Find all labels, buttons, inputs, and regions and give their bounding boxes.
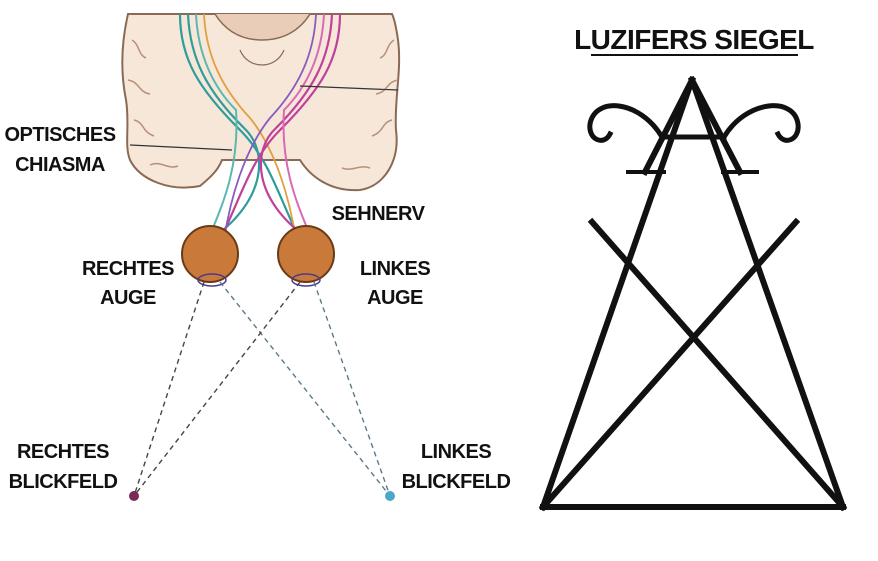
left-field-label-line1: LINKES (421, 441, 492, 463)
sigil-curl-left (587, 103, 666, 143)
left-lens (291, 273, 321, 287)
visual-pathway-diagram: OPTISCHES CHIASMA SEHNERV RECHTES AUGE L… (4, 13, 511, 501)
nerve-fiber (259, 13, 334, 241)
lucifer-sigil-diagram: LUZIFERS SIEGEL (538, 24, 848, 512)
sight-lines (133, 281, 391, 497)
sigil-curl-right (720, 103, 801, 143)
brain-gyri-right (341, 39, 399, 170)
nerve-fiber (282, 13, 325, 241)
sight-line (133, 281, 301, 497)
left-eye-label-line1: LINKES (360, 258, 431, 280)
left-field-label-line2: BLICKFELD (402, 471, 511, 493)
sigil-a-left (640, 75, 697, 177)
brain-illustration (121, 13, 401, 192)
right-eye-label-line2: AUGE (100, 287, 156, 309)
pathway-leader-line (299, 85, 399, 91)
sight-line (219, 281, 391, 497)
optic-nerve-label: SEHNERV (332, 203, 426, 225)
sigil-leg-left (539, 76, 696, 511)
thalamus-structure (239, 49, 285, 66)
sight-line (313, 281, 391, 497)
left-eyeball (277, 225, 335, 283)
sigil-diagonal-right (587, 217, 848, 512)
optic-nerve-fibers (178, 13, 342, 241)
sigil-a-right (687, 75, 745, 177)
left-field-dot (385, 491, 395, 501)
sight-line (133, 281, 205, 497)
optic-chiasm-label-line1: OPTISCHES (4, 124, 115, 146)
brain-gyri-left (127, 39, 179, 168)
right-field-dot (129, 491, 139, 501)
left-eye-illustration (277, 225, 335, 287)
midbrain-structure (214, 13, 311, 41)
right-field-label-line1: RECHTES (17, 441, 109, 463)
brain-outline (121, 13, 401, 192)
sigil-symbol (538, 75, 848, 512)
sigil-diagonal-left (538, 217, 801, 512)
nerve-fiber (219, 13, 342, 241)
right-eye-label-line1: RECHTES (82, 258, 174, 280)
nerve-fiber (178, 13, 301, 241)
right-eye-illustration (181, 225, 239, 287)
sigil-leg-right (688, 76, 847, 511)
right-lens (197, 273, 227, 287)
right-eyeball (181, 225, 239, 283)
nerve-fiber (203, 13, 297, 241)
nerve-fiber (195, 13, 238, 241)
nerve-fiber (223, 13, 317, 241)
left-eye-label-line2: AUGE (367, 287, 423, 309)
right-field-label-line2: BLICKFELD (9, 471, 118, 493)
nerve-fiber (186, 13, 261, 241)
optic-chiasm-label-line2: CHIASMA (15, 154, 105, 176)
sigil-title: LUZIFERS SIEGEL (574, 24, 814, 55)
chiasma-leader-line (129, 144, 233, 151)
